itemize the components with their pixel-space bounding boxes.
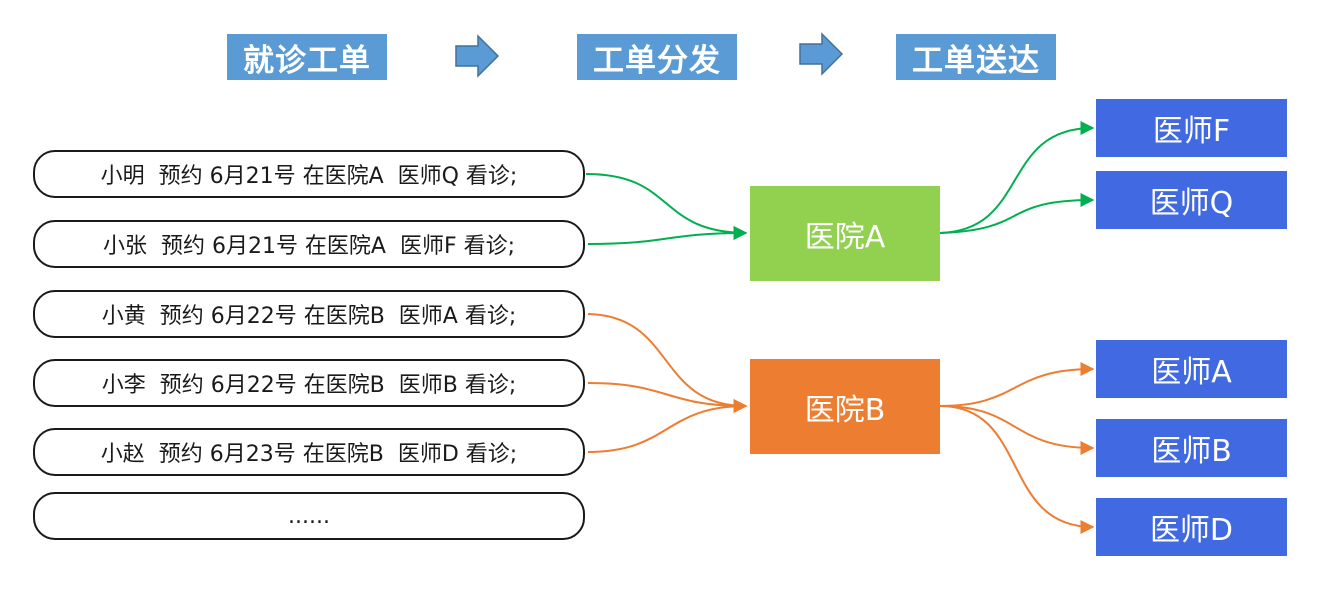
flow-hospital-a-to-doctor-f (939, 121, 1095, 234)
doctor-a-box: 医师A (1096, 340, 1287, 398)
flow-hospital-b-to-doctor-d (939, 405, 1095, 534)
flow-order-3-to-hospital-b (587, 313, 748, 413)
doctor-b-box: 医师B (1096, 419, 1287, 477)
doctor-q-box: 医师Q (1096, 171, 1287, 229)
hospital-b-box: 医院B (750, 359, 940, 454)
doctor-f-box: 医师F (1096, 99, 1287, 157)
stage-label-delivery: 工单送达 (896, 34, 1056, 80)
order-item-more: ...... (33, 492, 585, 540)
stage-arrow-2 (799, 32, 844, 76)
order-item-4: 小李 预约 6月22号 在医院B 医师B 看诊; (33, 359, 585, 407)
stage-label-visit-order: 就诊工单 (227, 34, 387, 80)
flow-hospital-a-to-doctor-q (939, 193, 1095, 234)
flow-order-4-to-hospital-b (587, 382, 748, 413)
flow-order-1-to-hospital-a (585, 173, 748, 240)
order-item-5: 小赵 预约 6月23号 在医院B 医师D 看诊; (33, 428, 585, 476)
doctor-d-box: 医师D (1096, 498, 1287, 556)
order-item-3: 小黄 预约 6月22号 在医院B 医师A 看诊; (33, 290, 585, 338)
order-item-1: 小明 预约 6月21号 在医院A 医师Q 看诊; (33, 150, 585, 198)
flow-order-2-to-hospital-a (587, 226, 748, 245)
stage-arrow-1 (455, 34, 500, 78)
hospital-a-box: 医院A (750, 186, 940, 281)
flow-order-5-to-hospital-b (587, 399, 748, 453)
order-item-2: 小张 预约 6月21号 在医院A 医师F 看诊; (33, 220, 585, 268)
flow-hospital-b-to-doctor-a (939, 362, 1095, 407)
flow-hospital-b-to-doctor-b (939, 405, 1095, 455)
stage-label-dispatch: 工单分发 (577, 34, 737, 80)
